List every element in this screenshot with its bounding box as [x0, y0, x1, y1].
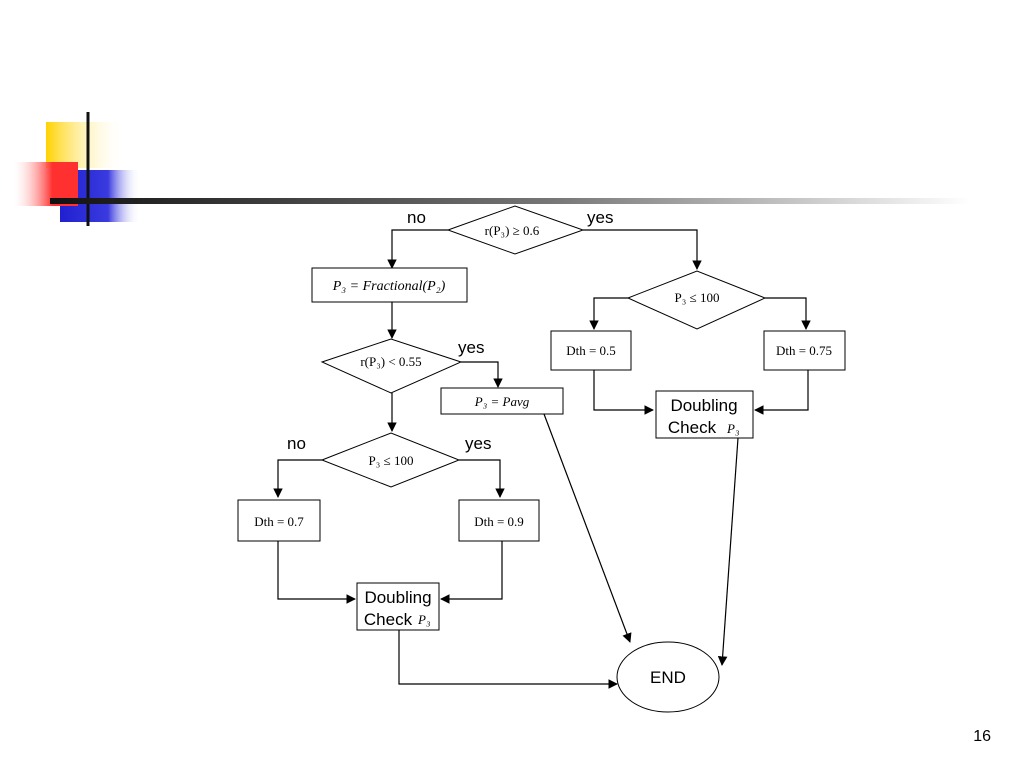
decorative-logo: [14, 112, 140, 226]
decision-p3-le-100-right: [626, 270, 767, 330]
edge-doubling-right-end: [717, 437, 739, 666]
box-dth-075: [763, 330, 846, 371]
edge-d3-yes: [459, 459, 505, 498]
page-number: 16: [973, 728, 991, 745]
edge-dth07-doubling: [277, 541, 356, 604]
end-terminator: [616, 641, 720, 713]
d1-no-label: no: [407, 208, 426, 227]
edge-doubling-left-end: [398, 630, 618, 689]
title-rule: [50, 198, 970, 204]
dth05-label: Dth = 0.5: [566, 343, 616, 358]
connectors: [273, 229, 811, 689]
edge-d4-left: [589, 297, 628, 330]
end-label: END: [650, 668, 686, 687]
box-dth-05: [550, 330, 632, 371]
decision-p3-le-100-left: [320, 432, 461, 488]
doubling-right-line1: Doubling: [670, 396, 737, 415]
d2-yes-label: yes: [458, 338, 484, 357]
d3-yes-label: yes: [465, 434, 491, 453]
box-doubling-right: [655, 390, 754, 439]
box-dth-07: [237, 499, 321, 542]
dth07-label: Dth = 0.7: [254, 514, 304, 529]
d4-label: P₃ ≤ 100: [675, 290, 720, 305]
dth075-label: Dth = 0.75: [776, 343, 832, 358]
decision-r-ge-06: [446, 205, 585, 255]
edge-d4-right: [765, 297, 811, 330]
doubling-left-line1: Doubling: [364, 588, 431, 607]
doubling-left-line2: Check: [364, 610, 413, 629]
decor-yellow-square: [46, 122, 126, 168]
fractional-label: P₃ = Fractional(P₂): [332, 279, 446, 294]
box-dth-09: [458, 499, 540, 542]
d1-yes-label: yes: [587, 208, 613, 227]
edge-dth075-doubling: [754, 370, 809, 415]
edge-d1-no: [387, 229, 448, 269]
doubling-left-var: P₃: [417, 612, 430, 627]
box-doubling-left: [356, 582, 440, 631]
dth09-label: Dth = 0.9: [474, 514, 524, 529]
edge-dth09-doubling: [440, 541, 503, 604]
edge-d2-yes: [461, 361, 503, 388]
edge-d1-yes: [583, 229, 702, 270]
doubling-right-line2: Check: [668, 418, 717, 437]
edge-dth05-doubling: [593, 370, 654, 415]
d3-label: P₃ ≤ 100: [369, 453, 414, 468]
doubling-right-var: P₃: [726, 421, 739, 436]
edge-d3-no: [273, 459, 322, 498]
box-p3-avg: [440, 387, 564, 415]
d3-no-label: no: [287, 434, 306, 453]
nodes: [237, 205, 846, 713]
d1-label: r(P₃) ≥ 0.6: [485, 223, 540, 238]
decision-r-lt-055: [320, 338, 463, 394]
d2-label: r(P₃) < 0.55: [360, 354, 421, 369]
avg-label: P₃ = Pavg: [474, 394, 530, 409]
edge-avg-end: [543, 413, 632, 643]
box-fractional: [311, 267, 468, 303]
